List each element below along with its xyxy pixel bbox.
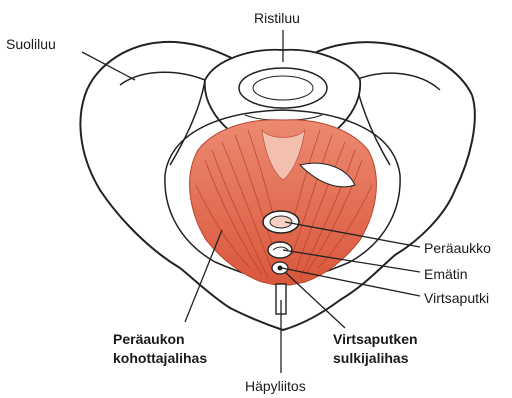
label-ematin: Emätin — [424, 266, 468, 282]
label-peraaukko: Peräaukko — [424, 240, 491, 256]
label-sulkijalihas-line2: sulkijalihas — [333, 350, 408, 367]
label-ristiluu: Ristiluu — [254, 10, 300, 26]
label-sulkijalihas-line1: Virtsaputken — [333, 331, 418, 348]
label-virtsaputki: Virtsaputki — [424, 290, 489, 306]
anus — [263, 211, 299, 233]
label-kohottajalihas-line2: kohottajalihas — [113, 350, 207, 367]
label-kohottajalihas-line1: Peräaukon — [113, 331, 185, 348]
vagina — [268, 242, 292, 258]
label-suoliluu: Suoliluu — [6, 36, 56, 52]
label-hapyliitos: Häpyliitos — [245, 378, 306, 394]
